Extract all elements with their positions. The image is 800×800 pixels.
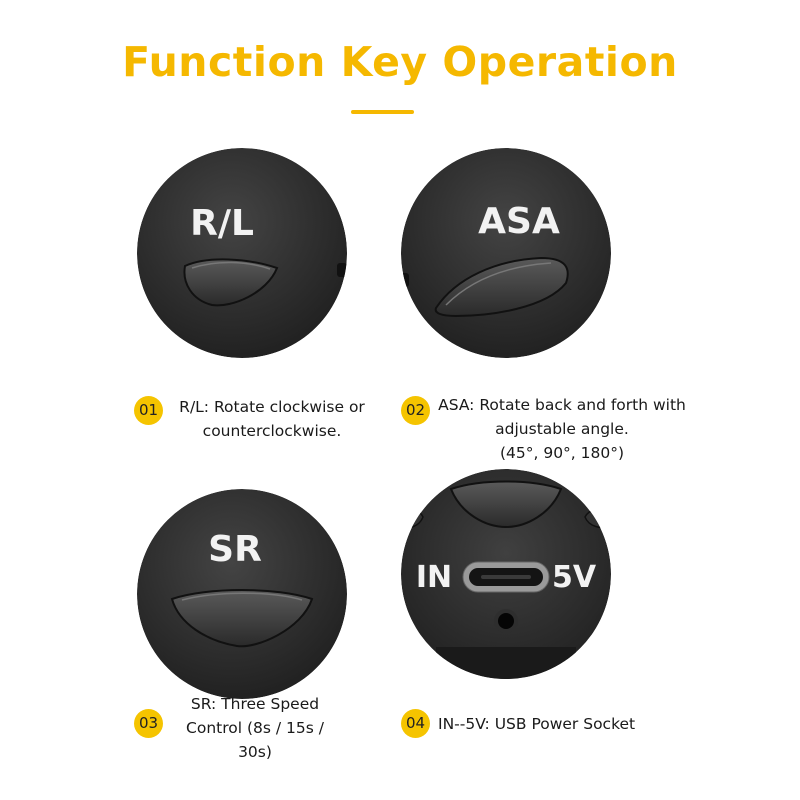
rl-description: R/L: Rotate clockwise or counterclockwis… (172, 395, 372, 443)
rl-description-line: counterclockwise. (202, 422, 342, 440)
rl-description-line: R/L: Rotate clockwise or (179, 398, 365, 416)
usb-c-port-photo: IN 5V (401, 469, 611, 679)
asa-description-line: (45°, 90°, 180°) (499, 444, 625, 462)
asa-button-photo: ASA (401, 148, 611, 358)
asa-description-line: ASA: Rotate back and forth with (438, 396, 686, 414)
rl-button-photo: R/L (137, 148, 347, 358)
sr-description: SR: Three Speed Control (8s / 15s / 30s) (170, 692, 340, 764)
sr-key-label: SR (208, 529, 262, 570)
in-label: IN (416, 560, 452, 595)
asa-description: ASA: Rotate back and forth with adjustab… (432, 393, 692, 465)
step-badge-04: 04 (401, 709, 430, 738)
title-underline (351, 110, 414, 114)
asa-description-line: adjustable angle. (495, 420, 629, 438)
usb-description-line: IN--5V: USB Power Socket (438, 715, 636, 733)
step-badge-03: 03 (134, 709, 163, 738)
usb-description: IN--5V: USB Power Socket (438, 712, 663, 736)
5v-label: 5V (552, 560, 597, 595)
sr-description-line: SR: Three Speed (190, 695, 320, 713)
sr-description-line: Control (8s / 15s / (186, 719, 324, 737)
step-badge-01: 01 (134, 396, 163, 425)
rl-key-label: R/L (190, 203, 254, 244)
sr-button-photo: SR (137, 489, 347, 699)
sr-description-line: 30s) (238, 743, 272, 761)
step-badge-02: 02 (401, 396, 430, 425)
asa-key-label: ASA (478, 201, 560, 242)
page-title: Function Key Operation (122, 38, 678, 86)
